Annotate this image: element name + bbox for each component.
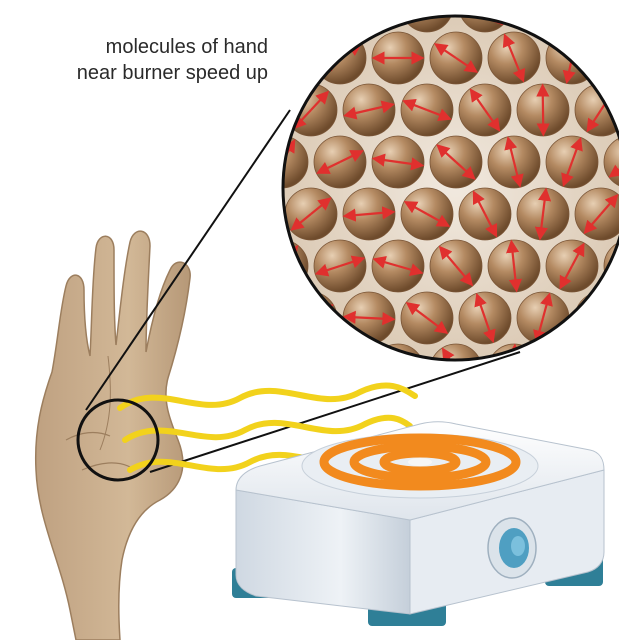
molecule — [546, 32, 598, 84]
molecule — [285, 292, 337, 344]
motion-arrow — [294, 318, 311, 328]
motion-arrow — [282, 250, 294, 266]
molecule — [488, 344, 540, 396]
motion-arrow — [311, 308, 328, 318]
molecule — [430, 344, 482, 396]
motion-arrow — [369, 318, 389, 319]
motion-arrow — [270, 266, 282, 282]
motion-arrow — [427, 6, 447, 11]
molecule — [314, 32, 366, 84]
motion-arrow — [408, 2, 428, 7]
knob-icon — [488, 518, 536, 578]
motion-arrow — [272, 162, 282, 179]
motion-arrow — [612, 266, 619, 275]
motion-arrow — [398, 370, 416, 378]
motion-arrow — [586, 318, 601, 331]
motion-arrow — [471, 0, 485, 6]
motion-arrow — [601, 305, 616, 318]
motion-arrow — [572, 38, 576, 58]
motion-arrow — [513, 370, 514, 390]
motion-arrow — [380, 362, 398, 370]
magnified-view — [256, 0, 619, 396]
motion-arrow — [349, 317, 369, 318]
